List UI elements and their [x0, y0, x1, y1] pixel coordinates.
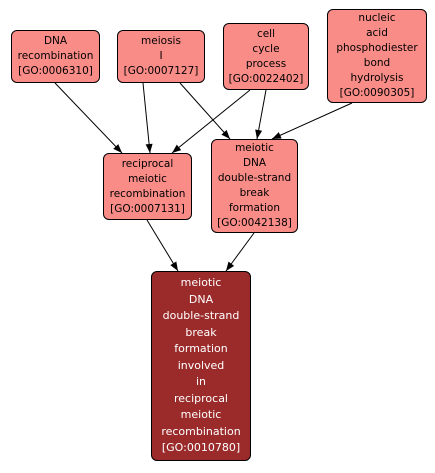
node-label-line: DNA	[43, 35, 68, 47]
node-label-line: involved	[177, 358, 225, 372]
node-label-line: formation	[228, 202, 281, 214]
node-label-line: DNA	[188, 292, 214, 306]
arrowhead-dna_recombination-to-reciprocal_meiotic_recombination	[113, 144, 122, 153]
node-reciprocal-meiotic-recombination[interactable]: reciprocal meiotic recombination [GO:000713…	[103, 153, 192, 220]
node-label-line: meiotic	[235, 142, 274, 154]
node-label-line: [GO:0007127]	[123, 65, 199, 77]
node-label-line: formation	[174, 342, 228, 356]
node-label-line: bond	[363, 57, 391, 69]
node-label-line: [GO:0006310]	[18, 65, 93, 77]
node-label-line: recombination	[17, 50, 94, 62]
node-label-line: cell	[256, 27, 276, 40]
node-label-line: nucleic	[358, 12, 396, 24]
arrowhead-meiotic_dsb_formation-to-meiotic_dsb_formation_reciprocal	[226, 261, 235, 271]
arrowhead-reciprocal_meiotic_recombination-to-meiotic_dsb_formation_reciprocal	[170, 261, 178, 271]
node-label-line: acid	[366, 27, 388, 39]
edge-meiosis_i-to-meiotic_dsb_formation	[179, 82, 231, 140]
edge-dna_recombination-to-reciprocal_meiotic_recombination	[54, 82, 123, 154]
node-label-line: meiotic	[180, 408, 222, 422]
node-label-line: meiotic	[128, 172, 167, 185]
node-label-line: reciprocal	[121, 157, 174, 170]
node-label-line: process	[245, 57, 287, 70]
node-cell-cycle-process[interactable]: cell cycle process [GO:0022402]	[223, 23, 309, 90]
node-label-line: recombination	[109, 187, 186, 200]
node-dna-recombination[interactable]: DNA recombination [GO:0006310]	[11, 30, 100, 83]
node-label-line: [GO:0042138]	[217, 217, 292, 229]
arrowhead-nucleic_acid_hydrolysis-to-meiotic_dsb_formation	[272, 132, 282, 139]
node-label-line: double-strand	[162, 309, 240, 323]
arrowhead-cell_cycle_process-to-reciprocal_meiotic_recombination	[172, 144, 182, 153]
node-label-line: [GO:0022402]	[228, 72, 304, 85]
node-label-line: double-strand	[217, 172, 292, 184]
arrowhead-cell_cycle_process-to-meiotic_dsb_formation	[255, 129, 263, 139]
node-label-line: reciprocal	[174, 391, 228, 405]
node-label-line: hydrolysis	[350, 72, 404, 84]
node-label-line: [GO:0010780]	[161, 441, 241, 455]
edge-cell_cycle_process-to-reciprocal_meiotic_recombination	[171, 89, 251, 154]
edge-reciprocal_meiotic_recombination-to-meiotic_dsb_formation_reciprocal	[146, 219, 179, 272]
node-label-line: break	[239, 187, 270, 199]
node-label-line: recombination	[161, 424, 241, 438]
node-label-line: DNA	[242, 157, 267, 169]
node-label-line: meiosis	[141, 35, 181, 47]
node-label-line: I	[159, 50, 163, 62]
edge-nucleic_acid_hydrolysis-to-meiotic_dsb_formation	[271, 102, 353, 140]
arrowhead-meiosis_i-to-meiotic_dsb_formation	[221, 129, 230, 139]
node-label-line: meiotic	[180, 276, 222, 290]
arrowhead-meiosis_i-to-reciprocal_meiotic_recombination	[145, 143, 153, 153]
node-nucleic-acid-phosphodiester-bond-hydrolysis[interactable]: nucleic acid phosphodiester bond hydrolysis […	[327, 9, 427, 103]
node-label-line: cycle	[252, 42, 280, 55]
node-label-line: [GO:0007131]	[110, 202, 185, 215]
edge-meiosis_i-to-reciprocal_meiotic_recombination	[142, 82, 151, 154]
node-label-line: in	[195, 375, 207, 389]
node-label-line: [GO:0090305]	[339, 87, 415, 99]
node-label-line: break	[185, 325, 217, 339]
node-label-line: phosphodiester	[336, 42, 418, 54]
